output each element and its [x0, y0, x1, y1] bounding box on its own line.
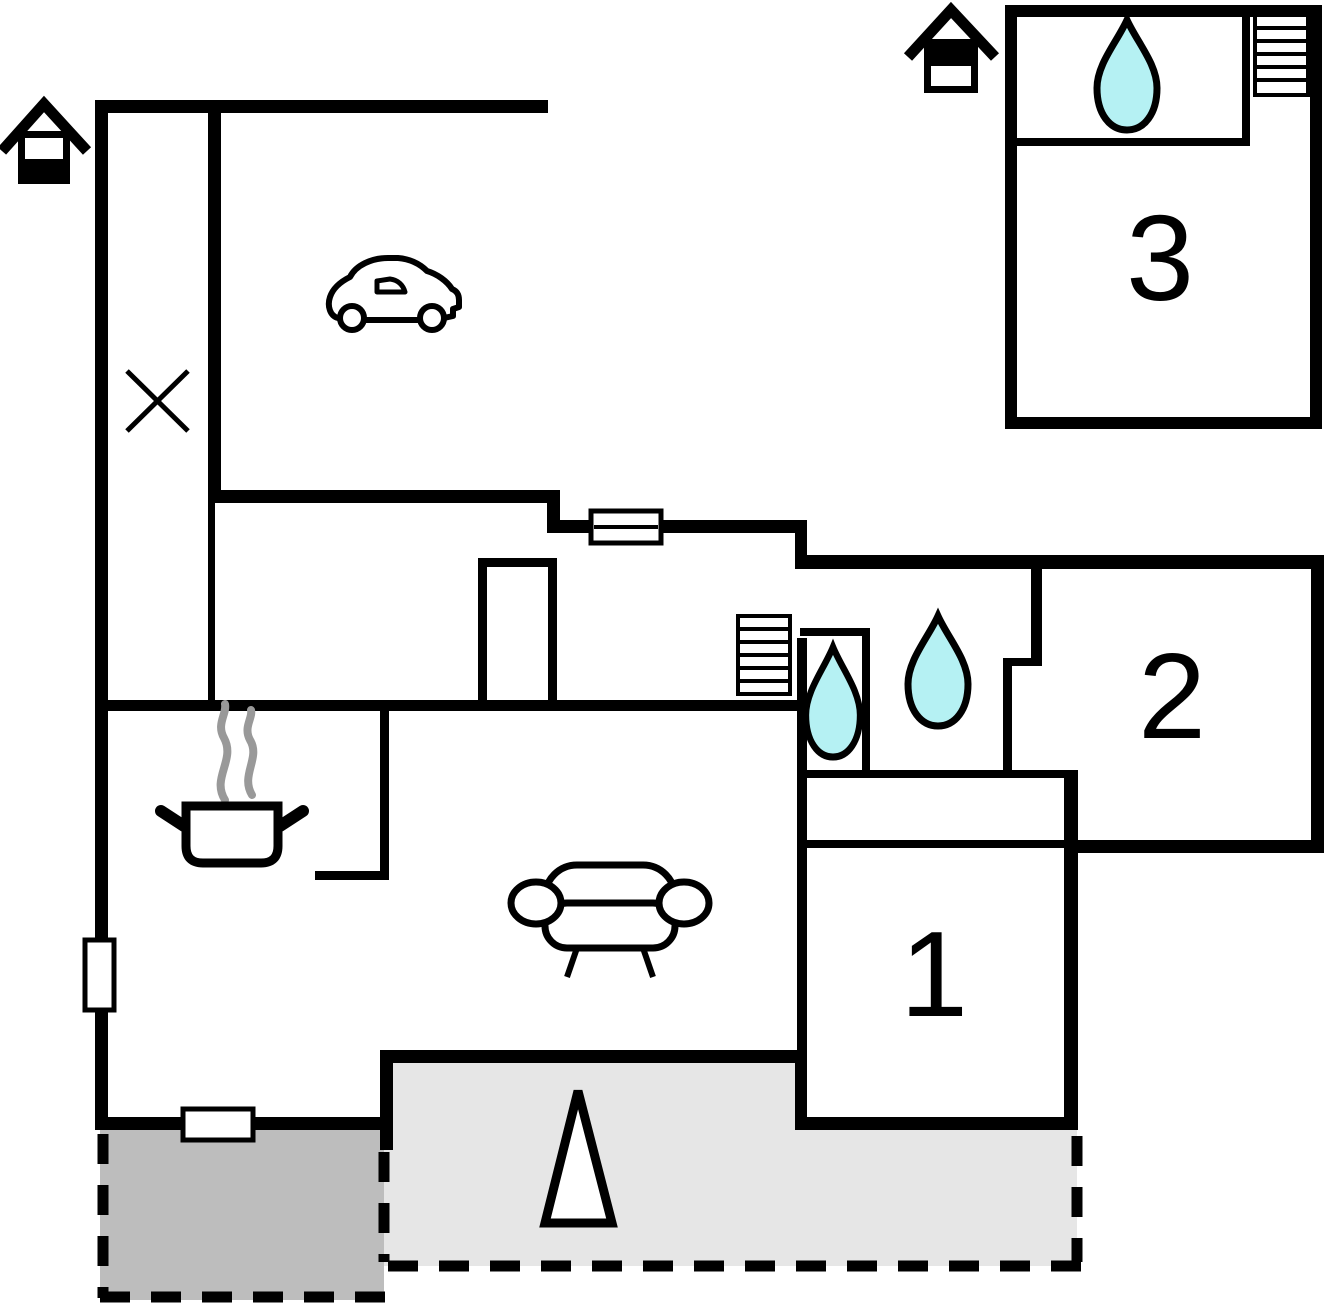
- windows: [82, 508, 664, 1143]
- terrace-open: [384, 1063, 1083, 1272]
- window-icon: [588, 508, 664, 546]
- terrace-covered: [97, 1130, 390, 1303]
- cooking-pot-icon: [155, 700, 309, 868]
- stairs-icon: [1253, 13, 1310, 97]
- house-upper-level-icon: [903, 1, 1000, 93]
- water-drop-icon: [904, 607, 972, 730]
- steam-icon: [216, 700, 258, 804]
- room-labels: 1 2 3: [900, 190, 1206, 1042]
- window-icon: [82, 937, 117, 1013]
- terrace-covered-area: [100, 1130, 384, 1300]
- cross-mark-icon: [125, 369, 190, 433]
- room-1-label: 1: [900, 906, 968, 1042]
- stairs-icon: [736, 614, 792, 696]
- water-drops: [802, 11, 1161, 761]
- house-ground-level-icon: [0, 95, 92, 184]
- terrace-open-area: [384, 1063, 1077, 1266]
- walls: [95, 5, 1324, 1150]
- room-2-label: 2: [1138, 628, 1206, 764]
- water-drop-icon: [802, 638, 864, 761]
- sofa-icon: [507, 861, 713, 978]
- window-icon: [180, 1106, 256, 1143]
- north-arrow-icon: [539, 1089, 618, 1228]
- water-drop-icon: [1093, 11, 1161, 134]
- room-3-label: 3: [1126, 190, 1194, 326]
- car-icon: [325, 255, 462, 333]
